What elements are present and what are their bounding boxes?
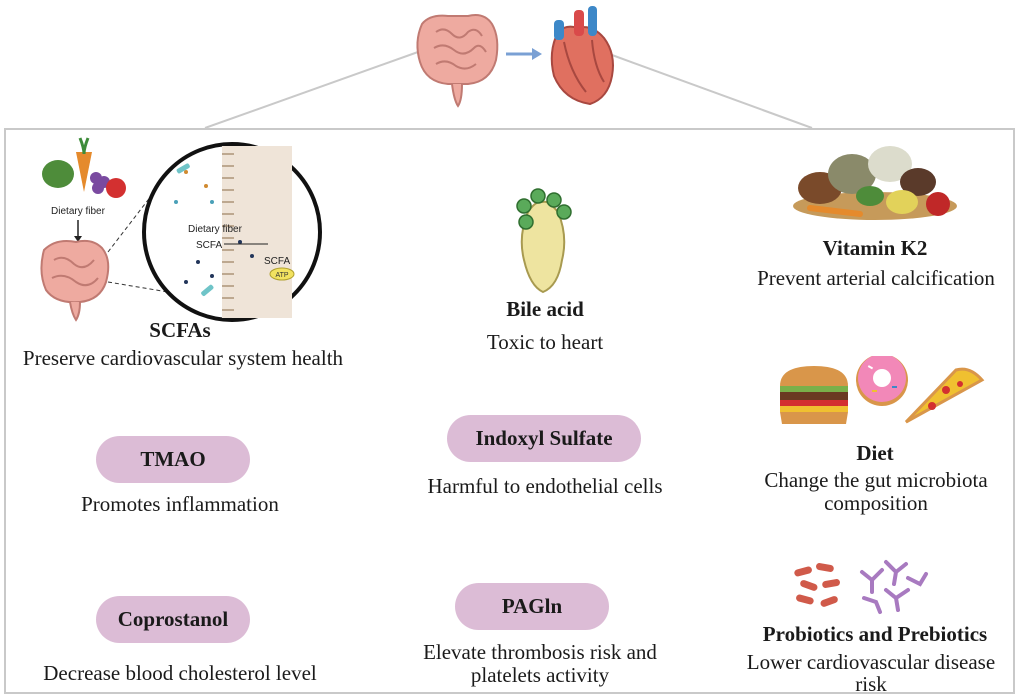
vegetables-icon [42, 137, 126, 198]
scfa-description: Preserve cardiovascular system health [22, 346, 344, 370]
bacteria-icon [794, 560, 928, 614]
arrow-icon [506, 48, 542, 60]
donut-icon [856, 356, 908, 406]
junk-food-icon [780, 356, 985, 424]
heart-icon [550, 6, 614, 106]
zoom-dietary-fiber-label: Dietary fiber [188, 224, 243, 235]
vitamin-k2-description: Prevent arterial calcification [757, 266, 995, 290]
dietary-fiber-label: Dietary fiber [51, 206, 106, 217]
probiotics-title: Probiotics and Prebiotics [762, 622, 988, 646]
connector-lines [204, 51, 813, 129]
intestine-icon [416, 14, 499, 108]
burger-icon [780, 366, 848, 424]
content-frame [4, 128, 1015, 694]
indoxyl-sulfate-description: Harmful to endothelial cells [427, 474, 663, 498]
bile-acid-description: Toxic to heart [486, 330, 604, 354]
zoom-scfa-label: SCFA [196, 240, 222, 251]
pagln-description-line2: platelets activity [470, 663, 610, 687]
prebiotic-molecules-icon [860, 560, 928, 614]
indoxyl-sulfate-pill: Indoxyl Sulfate [447, 415, 641, 462]
vitamin-k2-foods-icon [793, 146, 957, 220]
zoom-circle: Dietary fiber SCFA SCFA ATP [142, 142, 322, 322]
diet-title: Diet [856, 441, 894, 465]
scfa-illustration: Dietary fiber Dietary fiber SCFA SCFA AT… [40, 137, 322, 322]
zoom-atp-label: ATP [275, 272, 288, 279]
zoom-scfa-cell-label: SCFA [264, 256, 290, 267]
vitamin-k2-title: Vitamin K2 [822, 236, 928, 260]
scfa-title: SCFAs [149, 318, 211, 342]
pizza-icon [904, 367, 985, 424]
probiotics-description-line1: Lower cardiovascular disease [746, 650, 996, 674]
coprostanol-description: Decrease blood cholesterol level [43, 661, 317, 685]
coprostanol-pill: Coprostanol [96, 596, 250, 643]
pagln-pill: PAGln [455, 583, 609, 630]
diet-description-line1: Change the gut microbiota [764, 468, 988, 492]
gut-heart-icon [416, 6, 614, 108]
diet-description-line2: composition [824, 491, 928, 515]
small-intestine-icon [40, 239, 110, 322]
bile-acid-title: Bile acid [506, 297, 584, 321]
tmao-description: Promotes inflammation [81, 492, 279, 516]
bile-acid-icon [516, 188, 572, 294]
probiotic-rods-icon [794, 563, 841, 607]
pagln-description-line1: Elevate thrombosis risk and [423, 640, 657, 664]
tmao-pill: TMAO [96, 436, 250, 483]
probiotics-description-line2: risk [855, 672, 887, 696]
